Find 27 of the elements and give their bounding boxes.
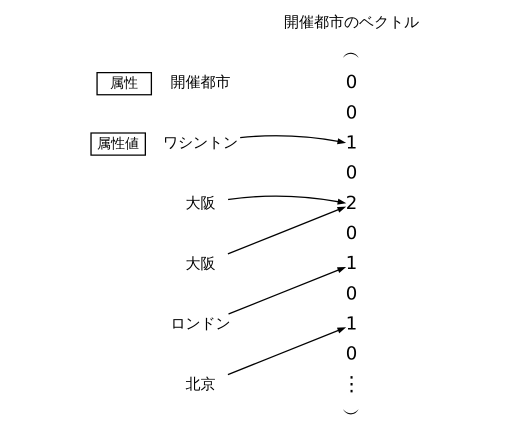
- label: 開催都市のベクトル: [284, 12, 419, 31]
- arrow: [228, 266, 346, 315]
- node-text: 大阪: [185, 254, 216, 272]
- node-text: ロンドン: [170, 314, 230, 333]
- node-box: 属性値: [90, 132, 146, 156]
- node-box: 属性: [96, 72, 152, 96]
- node-text: 大阪: [185, 194, 216, 212]
- node-text: 1: [345, 132, 357, 154]
- node-text: 0: [345, 72, 357, 94]
- arrow: [227, 327, 346, 376]
- arrow: [240, 135, 346, 144]
- label: 開催都市: [170, 73, 230, 92]
- label: ︶: [342, 404, 360, 426]
- node-text: ワシントン: [162, 134, 238, 152]
- label: ⋮: [341, 372, 362, 396]
- node-text: 1: [345, 253, 357, 274]
- node-text: 0: [345, 223, 357, 244]
- node-text: 0: [345, 162, 357, 184]
- node-text: 0: [345, 344, 357, 365]
- node-text: 1: [345, 314, 357, 335]
- node-text: 2: [345, 192, 357, 214]
- arrow: [228, 195, 346, 205]
- node-text: 0: [345, 102, 357, 124]
- node-text: 0: [345, 283, 357, 304]
- label: ︵: [342, 42, 360, 63]
- arrow: [227, 206, 346, 254]
- node-text: 北京: [185, 375, 216, 394]
